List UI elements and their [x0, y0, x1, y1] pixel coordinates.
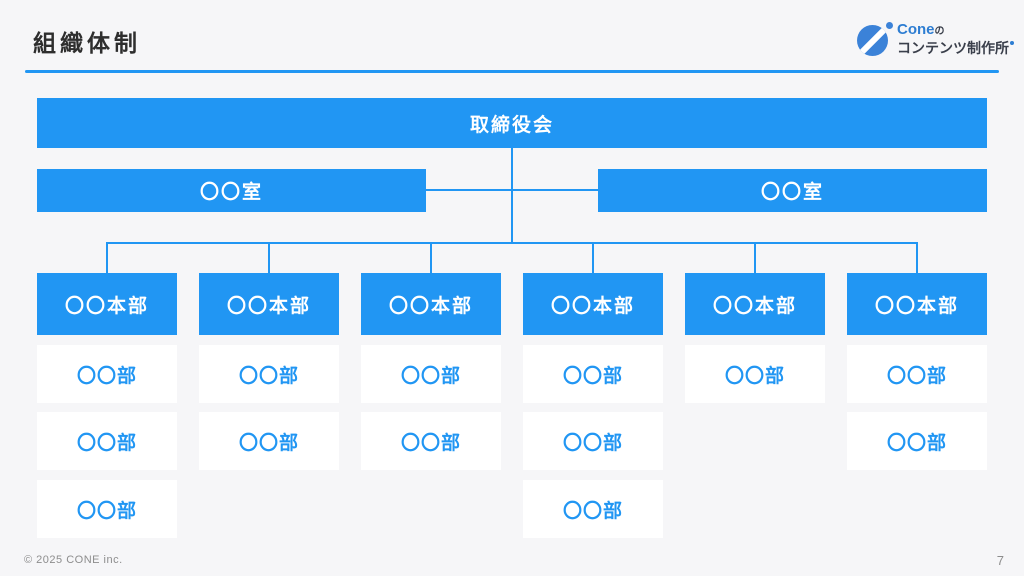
- connector-bus-horizontal: [106, 242, 918, 244]
- org-box-board: 取締役会: [37, 98, 987, 148]
- org-box-dept: 〇〇部: [361, 345, 501, 403]
- logo-subtitle-dot-icon: [1010, 41, 1014, 45]
- connector-drop-3: [430, 242, 432, 273]
- logo-particle: の: [934, 26, 945, 37]
- logo-text: Coneの コンテンツ制作所: [897, 20, 1014, 58]
- org-box-dept: 〇〇部: [37, 480, 177, 538]
- org-box-division-4: 〇〇本部: [523, 273, 663, 335]
- org-box-division-5: 〇〇本部: [685, 273, 825, 335]
- org-box-dept: 〇〇部: [847, 345, 987, 403]
- org-box-division-2: 〇〇本部: [199, 273, 339, 335]
- org-box-dept: 〇〇部: [523, 412, 663, 470]
- page-number: 7: [996, 553, 1004, 568]
- org-box-division-3: 〇〇本部: [361, 273, 501, 335]
- logo-subtitle-line: コンテンツ制作所: [897, 40, 1014, 58]
- org-box-office-left: 〇〇室: [37, 169, 426, 212]
- org-box-dept: 〇〇部: [199, 412, 339, 470]
- logo-dot-icon: [886, 22, 893, 29]
- org-box-dept: 〇〇部: [199, 345, 339, 403]
- logo-slash-shape: [857, 25, 888, 56]
- logo-subtitle: コンテンツ制作所: [897, 40, 1009, 56]
- org-box-division-1: 〇〇本部: [37, 273, 177, 335]
- company-logo: Coneの コンテンツ制作所: [857, 18, 1014, 63]
- org-box-dept: 〇〇部: [361, 412, 501, 470]
- org-box-office-right: 〇〇室: [598, 169, 987, 212]
- logo-brand: Cone: [897, 21, 935, 38]
- header-divider: [25, 70, 999, 73]
- connector-drop-2: [268, 242, 270, 273]
- org-box-dept: 〇〇部: [37, 412, 177, 470]
- footer-copyright: © 2025 CONE inc.: [24, 554, 123, 566]
- connector-offices-horizontal: [426, 189, 598, 191]
- org-box-dept: 〇〇部: [685, 345, 825, 403]
- org-box-dept: 〇〇部: [523, 480, 663, 538]
- cone-logo-icon: [857, 25, 888, 56]
- connector-drop-5: [754, 242, 756, 273]
- page-title: 組織体制: [33, 30, 141, 56]
- org-box-dept: 〇〇部: [37, 345, 177, 403]
- org-box-dept: 〇〇部: [847, 412, 987, 470]
- connector-drop-6: [916, 242, 918, 273]
- org-box-dept: 〇〇部: [523, 345, 663, 403]
- org-box-division-6: 〇〇本部: [847, 273, 987, 335]
- connector-drop-4: [592, 242, 594, 273]
- connector-drop-1: [106, 242, 108, 273]
- connector-board-vertical: [511, 148, 513, 243]
